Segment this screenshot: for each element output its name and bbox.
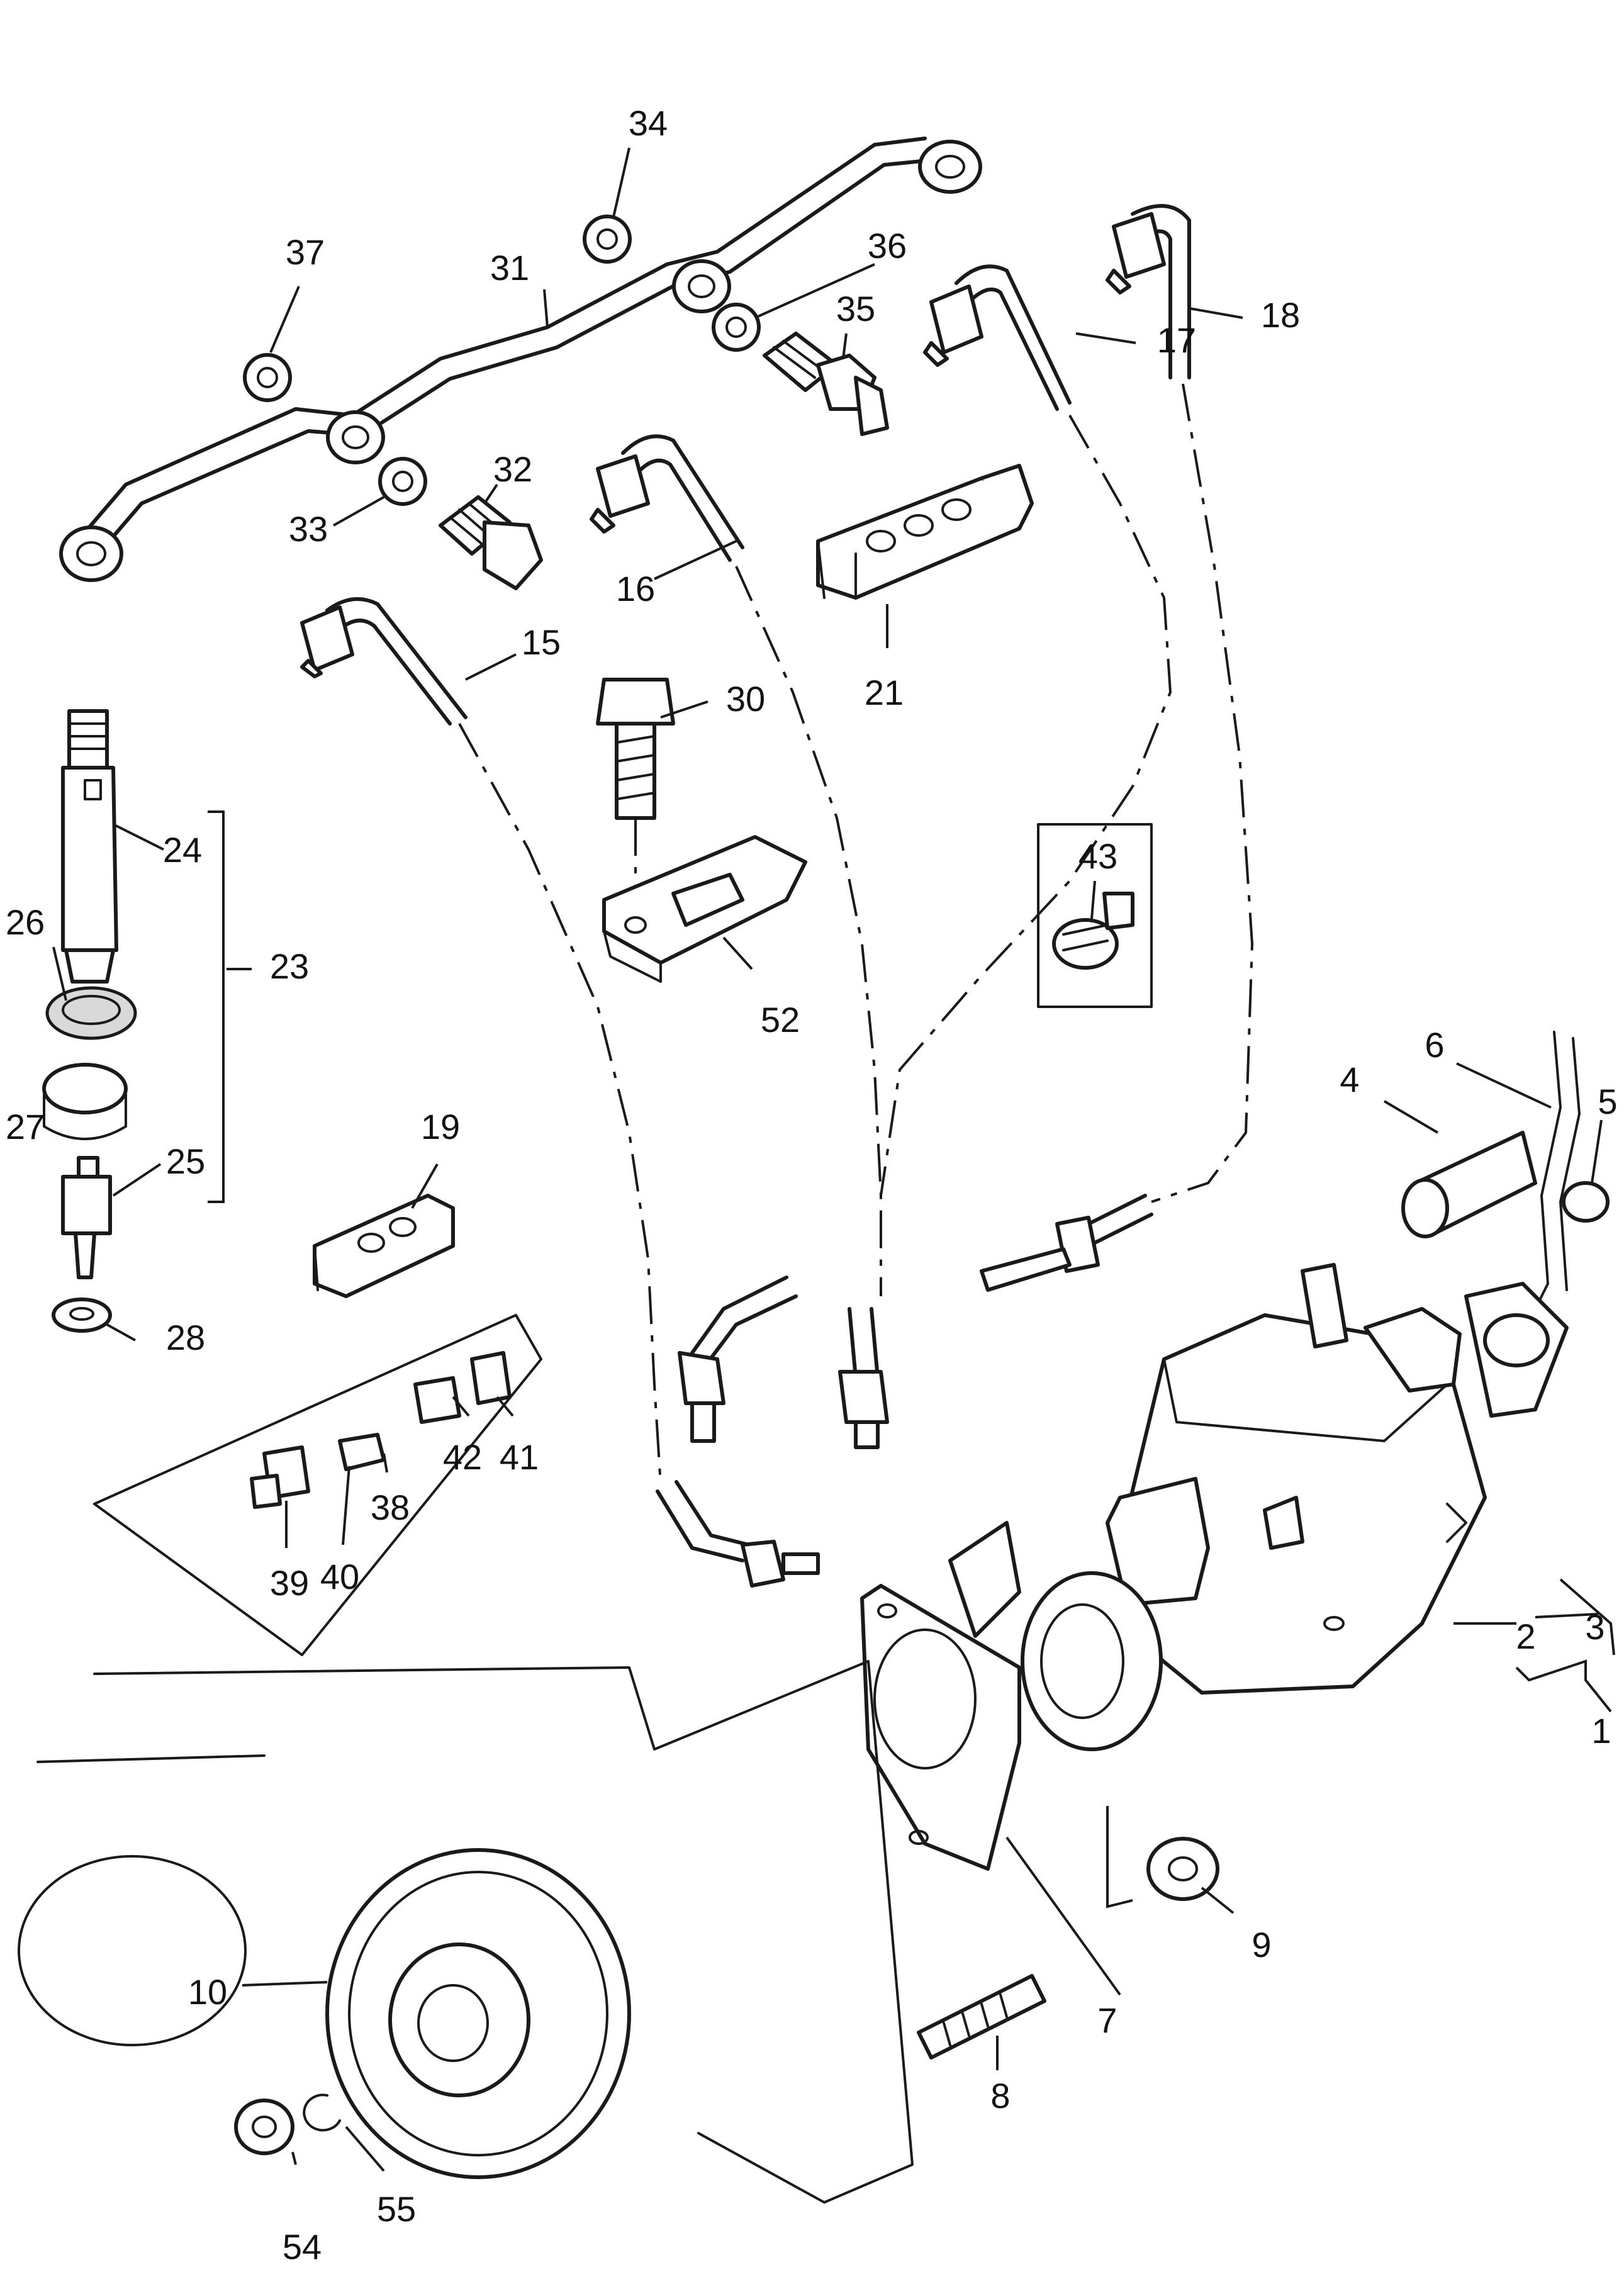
callout-35: 35	[836, 289, 875, 328]
callout-31: 31	[490, 248, 529, 288]
callout-28: 28	[166, 1318, 205, 1357]
callout-7: 7	[1097, 2000, 1117, 2040]
part-54-nut	[234, 2099, 294, 2155]
callout-39: 39	[270, 1563, 309, 1603]
callout-9: 9	[1252, 1925, 1271, 1965]
callout-6: 6	[1425, 1025, 1444, 1065]
callout-5: 5	[1598, 1082, 1617, 1121]
callout-1: 1	[1591, 1711, 1611, 1751]
part-52-bracket	[602, 835, 807, 983]
callout-54: 54	[283, 2227, 322, 2267]
part-7-gasket	[860, 1584, 1021, 1871]
part-43-inset-box	[1037, 823, 1153, 1008]
part-1-injection-pump	[948, 1263, 1569, 1751]
part-8-stud	[917, 1974, 1046, 2060]
part-4-sleeve	[1401, 1131, 1537, 1238]
part-21-pipe-clamp	[816, 464, 1034, 600]
callout-10: 10	[188, 1972, 227, 2012]
callout-52: 52	[761, 1000, 800, 1040]
leader-lines	[52, 147, 1615, 2172]
part-18-injector-pipe	[980, 204, 1254, 1292]
callout-32: 32	[493, 449, 532, 489]
washer-34	[583, 215, 632, 264]
callout-41: 41	[500, 1437, 539, 1477]
callout-33: 33	[289, 509, 328, 549]
callout-25: 25	[166, 1141, 205, 1181]
part-17-injector-pipe	[880, 264, 1172, 1196]
callout-40: 40	[320, 1557, 359, 1596]
callout-4: 4	[1340, 1060, 1359, 1099]
callout-21: 21	[865, 673, 904, 712]
callout-43: 43	[1078, 836, 1117, 876]
callout-16: 16	[616, 569, 655, 608]
washer-37	[243, 353, 292, 402]
callout-30: 30	[726, 679, 765, 719]
callout-labels: 34 37 31 36 35 17 18 32 33 16 21 15 30 4…	[6, 103, 1618, 2267]
part-31-leak-off-pipe	[59, 137, 982, 582]
part-6-gasket	[1534, 1031, 1581, 1310]
part-30-bolt	[596, 678, 675, 919]
callout-18: 18	[1261, 295, 1300, 335]
part-9-nut	[1146, 1837, 1219, 1901]
part-23-injector-assembly	[42, 709, 225, 1333]
part-10-pump-drive-gear	[18, 1660, 914, 2204]
callout-19: 19	[421, 1107, 460, 1146]
part-55-washer	[303, 2094, 341, 2132]
callout-17: 17	[1157, 320, 1196, 360]
part-38-42-valve-parts	[93, 1314, 542, 1656]
callout-55: 55	[377, 2189, 416, 2229]
part-washers	[243, 215, 761, 506]
callout-24: 24	[163, 830, 202, 870]
callout-34: 34	[629, 103, 668, 143]
washer-36	[712, 303, 761, 352]
callout-3: 3	[1585, 1607, 1604, 1647]
part-32-banjo-bolt	[439, 495, 543, 590]
callout-42: 42	[443, 1437, 482, 1477]
callout-38: 38	[371, 1488, 410, 1527]
callout-23: 23	[270, 946, 309, 986]
part-15-injector-pipe	[300, 597, 820, 1588]
part-5-cap	[1562, 1181, 1610, 1223]
callout-26: 26	[6, 902, 45, 942]
washer-33	[378, 457, 427, 506]
callout-8: 8	[990, 2076, 1010, 2116]
callout-37: 37	[286, 232, 325, 272]
callout-15: 15	[522, 622, 561, 662]
part-35-banjo-bolt	[763, 332, 889, 436]
callout-36: 36	[868, 226, 907, 266]
callout-2: 2	[1516, 1617, 1535, 1656]
part-19-pipe-clamp	[313, 1194, 455, 1298]
callout-27: 27	[6, 1107, 45, 1146]
